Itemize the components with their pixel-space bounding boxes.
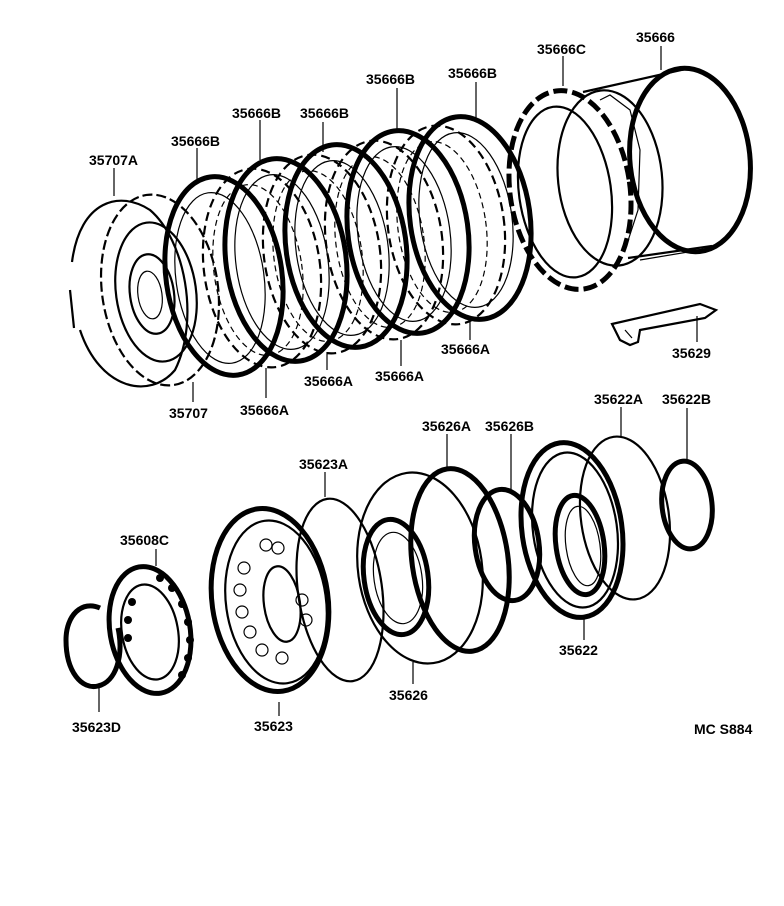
label-35622: 35622 bbox=[559, 642, 598, 658]
label-35666a-2: 35666A bbox=[304, 373, 353, 389]
label-35666a-4: 35666A bbox=[441, 341, 490, 357]
spring-retainer-35623 bbox=[208, 506, 332, 694]
figure-code: MC S884 bbox=[694, 721, 753, 737]
clutch-drum bbox=[556, 65, 753, 267]
label-35626b: 35626B bbox=[485, 418, 534, 434]
label-35608c: 35608C bbox=[120, 532, 169, 548]
label-35666c: 35666C bbox=[537, 41, 586, 57]
piston-35622 bbox=[518, 440, 626, 620]
o-ring-35622a bbox=[578, 435, 672, 601]
label-35666a-3: 35666A bbox=[375, 368, 424, 384]
label-35666b-5: 35666B bbox=[171, 133, 220, 149]
label-35666b-4: 35666B bbox=[232, 105, 281, 121]
snap-ring-35707a bbox=[68, 199, 189, 388]
o-ring-35626b bbox=[471, 486, 543, 604]
label-35666: 35666 bbox=[636, 29, 675, 45]
label-35623a: 35623A bbox=[299, 456, 348, 472]
label-35707a: 35707A bbox=[89, 152, 138, 168]
coil-springs bbox=[124, 574, 194, 679]
label-35666b-3: 35666B bbox=[300, 105, 349, 121]
label-35622a: 35622A bbox=[594, 391, 643, 407]
clutch-hub bbox=[99, 193, 221, 387]
label-35666a-1: 35666A bbox=[240, 402, 289, 418]
pressure-plate bbox=[506, 88, 634, 292]
label-35666b-2: 35666B bbox=[366, 71, 415, 87]
label-35626: 35626 bbox=[389, 687, 428, 703]
retainer-spring-clip bbox=[610, 302, 719, 347]
clutch-plate-b bbox=[162, 174, 286, 378]
clutch-plate-b bbox=[282, 142, 410, 350]
clutch-plate-b bbox=[344, 128, 472, 336]
label-35623d: 35623D bbox=[72, 719, 121, 735]
clutch-plate-a bbox=[385, 124, 507, 326]
clutch-plate-a bbox=[201, 167, 323, 369]
snap-ring-35623d bbox=[63, 603, 123, 690]
clutch-plate-b bbox=[406, 114, 534, 322]
label-35629: 35629 bbox=[672, 345, 711, 361]
label-35666b-1: 35666B bbox=[448, 65, 497, 81]
return-spring-pack bbox=[106, 564, 194, 696]
label-35622b: 35622B bbox=[662, 391, 711, 407]
label-35707: 35707 bbox=[169, 405, 208, 421]
label-35623: 35623 bbox=[254, 718, 293, 734]
spring-holes bbox=[233, 538, 313, 665]
label-35626a: 35626A bbox=[422, 418, 471, 434]
clutch-plate-stack bbox=[162, 114, 534, 378]
clutch-plate-b bbox=[222, 156, 350, 364]
o-ring-35622b bbox=[659, 458, 715, 552]
part-labels: 35666 35666C 35666B 35666B 35666B 35666B… bbox=[72, 29, 753, 737]
leader-lines bbox=[98, 46, 698, 716]
